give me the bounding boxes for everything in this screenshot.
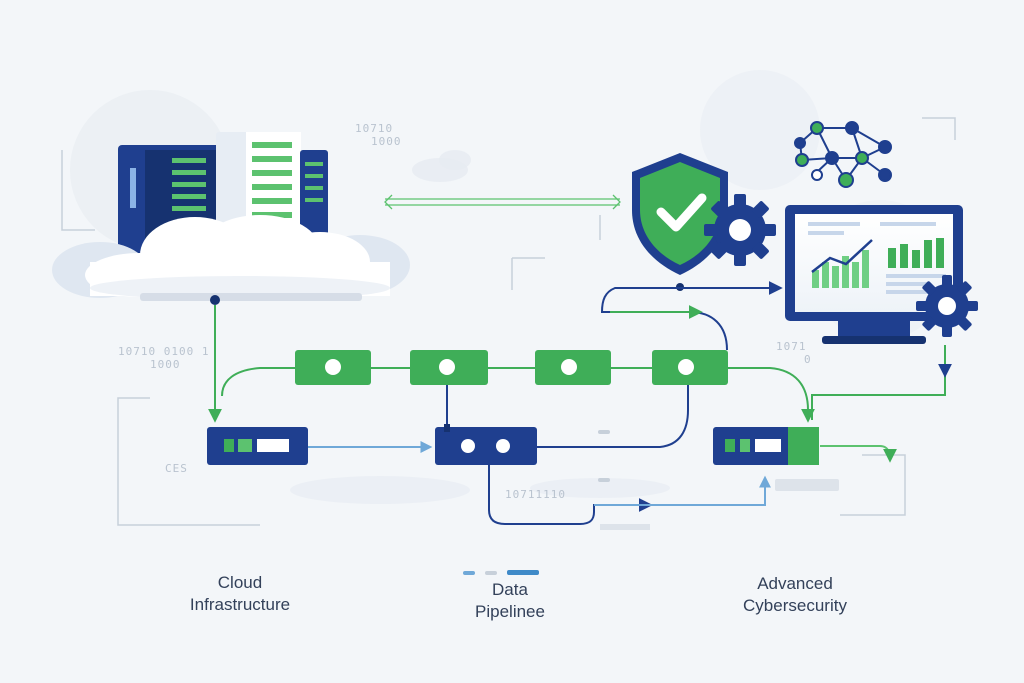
label-line: Advanced xyxy=(757,574,833,593)
binary-text-right: 1071 0 xyxy=(776,340,812,366)
label-line: Pipelinee xyxy=(475,602,545,621)
cloud-server-group xyxy=(52,132,410,305)
cloud-base xyxy=(140,293,362,301)
binary-line: 0 xyxy=(804,353,812,366)
cloud-security-link xyxy=(384,194,621,210)
gear-icon xyxy=(704,194,776,266)
security-group xyxy=(632,153,776,291)
binary-text-mid: 10711110 xyxy=(505,488,566,501)
flow-lines xyxy=(208,281,952,525)
label-cloud-infrastructure: Cloud Infrastructure xyxy=(160,572,320,616)
data-box-pipeline xyxy=(435,424,537,465)
binary-line: 1000 xyxy=(150,358,181,371)
process-node xyxy=(652,350,728,385)
binary-line: 10710 xyxy=(355,122,394,135)
label-line: Cybersecurity xyxy=(743,596,847,615)
label-data-pipeline: Data Pipelinee xyxy=(440,579,580,623)
binary-text-left: 10710 0100 1 1000 xyxy=(118,345,209,371)
label-advanced-cybersecurity: Advanced Cybersecurity xyxy=(710,573,880,617)
process-node xyxy=(295,350,371,385)
binary-line: 1071 xyxy=(776,340,807,353)
data-box-row xyxy=(207,424,819,465)
network-graph-icon xyxy=(794,121,892,188)
label-line: Cloud xyxy=(217,573,263,592)
green-node-row xyxy=(295,350,728,385)
binary-line: 1000 xyxy=(371,135,402,148)
binary-line: 10711110 xyxy=(505,488,566,501)
binary-line: 10710 0100 1 xyxy=(118,345,210,358)
process-node xyxy=(410,350,488,385)
shield-check-icon xyxy=(632,153,728,275)
process-node xyxy=(535,350,611,385)
side-text: CES xyxy=(165,462,188,475)
binary-text-top: 10710 1000 xyxy=(355,122,402,148)
label-line: Data xyxy=(492,580,528,599)
decorative-dashes xyxy=(463,430,839,575)
gear-icon xyxy=(916,275,978,337)
label-line: Infrastructure xyxy=(189,595,291,614)
data-box-cloud xyxy=(207,427,308,465)
monitor-chart-icon xyxy=(785,205,978,344)
cloud-connector-node xyxy=(210,295,220,305)
data-box-security xyxy=(713,427,819,465)
